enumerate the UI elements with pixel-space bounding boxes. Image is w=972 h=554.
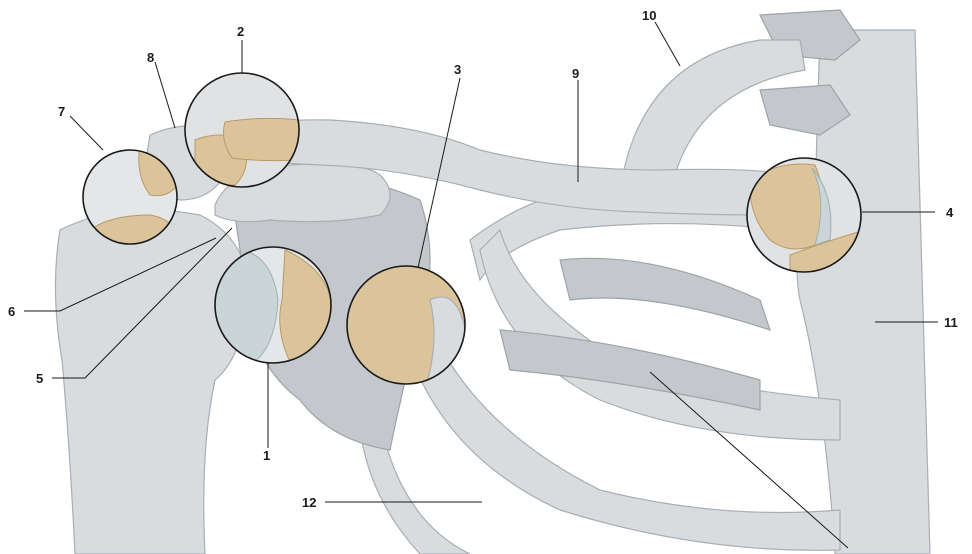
humerus	[55, 210, 250, 554]
label-10: 10	[642, 8, 656, 23]
leader-10	[655, 22, 680, 66]
label-8: 8	[147, 50, 154, 65]
label-3: 3	[454, 62, 461, 77]
label-12: 12	[302, 495, 316, 510]
label-6: 6	[8, 304, 15, 319]
label-7: 7	[58, 104, 65, 119]
leader-8	[155, 62, 175, 128]
label-2: 2	[237, 24, 244, 39]
label-9: 9	[572, 66, 579, 81]
label-4: 4	[946, 205, 954, 220]
label-1: 1	[263, 448, 270, 463]
rib-interior	[560, 258, 770, 330]
leader-7	[70, 116, 103, 150]
label-11: 11	[944, 315, 958, 330]
label-5: 5	[36, 371, 43, 386]
